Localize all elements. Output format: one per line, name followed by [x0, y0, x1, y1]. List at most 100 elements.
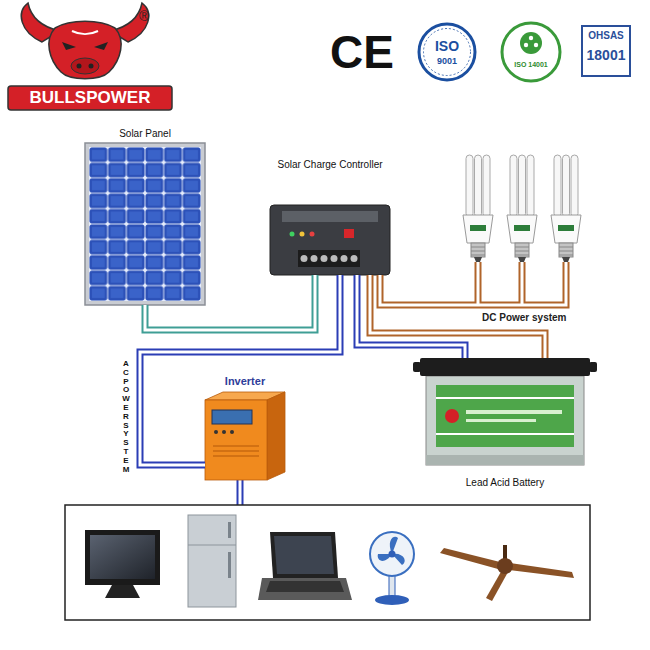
dc-wiring-part [239, 480, 242, 505]
appliances-part [65, 505, 590, 620]
battery-picture-part [445, 409, 459, 423]
charge-controller-picture-part [351, 255, 358, 262]
appliances-part [188, 515, 236, 607]
inverter-picture-part [214, 430, 218, 434]
charge-controller-picture-part [290, 232, 295, 237]
dc-wiring-part [380, 262, 566, 305]
wire-inner [140, 275, 340, 465]
certification-badges [419, 23, 630, 81]
appliances-part [389, 575, 395, 597]
brand-name: BULLSPOWER [8, 86, 172, 110]
appliances-part [188, 545, 236, 546]
appliances-part [90, 535, 155, 579]
inverter-picture-part [230, 430, 234, 434]
battery-picture-part [420, 358, 590, 376]
node-heading: Lead Acid Battery [466, 477, 544, 489]
bull-logo-part [8, 86, 172, 110]
wire [140, 275, 340, 465]
battery-picture-part [436, 398, 574, 434]
bull-logo-part [71, 58, 99, 74]
bull-logo [8, 3, 172, 110]
wire-outer [140, 275, 340, 465]
inverter-picture-part [205, 400, 267, 480]
registered-mark: ® [139, 8, 149, 24]
solar-panel-picture-part [89, 147, 201, 301]
system-label: DC Power system [482, 312, 566, 324]
charge-controller-picture-part [341, 255, 348, 262]
solar-panel-picture [85, 143, 205, 305]
appliances-part [503, 545, 507, 559]
appliances-part [258, 578, 352, 600]
bull-logo-part [72, 31, 98, 34]
charge-controller-picture-part [310, 232, 315, 237]
cfl-bulbs [463, 155, 581, 262]
battery-picture-part [589, 362, 597, 372]
wire [145, 275, 315, 330]
appliances-part [274, 536, 334, 574]
appliances-part [440, 548, 500, 569]
certification-badges-part [524, 43, 528, 47]
bull-logo-part [77, 64, 82, 69]
charge-controller-picture-part [301, 255, 308, 262]
iso-badge-text: ISO 14001 [502, 60, 560, 69]
node-heading-group: Lead Acid Battery [466, 477, 544, 489]
appliances-part [486, 570, 508, 601]
wire-inner [145, 275, 315, 330]
battery: Lead Acid Battery [420, 358, 590, 465]
ohsas-badge-number: 18001 [582, 46, 630, 64]
certification-badges-part [502, 23, 560, 81]
node-heading-group: Solar Charge Controller [277, 159, 382, 171]
inverter-picture-part [212, 410, 252, 424]
charge-controller-picture-part [298, 250, 360, 267]
dc-wiring-part [380, 262, 566, 305]
node-heading: Solar Panel [119, 128, 171, 140]
battery-picture-part [436, 385, 574, 447]
appliances-part [389, 551, 396, 558]
bull-logo-part [49, 21, 121, 79]
dc-wiring-part [237, 480, 244, 505]
charge-controller-picture [270, 205, 390, 275]
certification-badges-part [529, 36, 533, 40]
appliances-part [375, 595, 409, 605]
solar-panel-picture-part [85, 143, 205, 305]
appliances-part [497, 558, 513, 574]
appliances-part [378, 537, 405, 565]
appliances-part [370, 532, 414, 576]
node-heading: Inverter [225, 375, 265, 388]
cfl-bulbs-part [507, 155, 537, 262]
certification-badges-part [520, 32, 542, 54]
node-heading-group: Inverter [225, 375, 265, 388]
battery-picture-part [426, 376, 584, 465]
charge-controller-picture-part [300, 232, 305, 237]
battery-picture-part [413, 362, 421, 372]
appliances-part [270, 532, 338, 578]
appliances-part [266, 581, 344, 592]
solar-panel: Solar Panel [85, 143, 205, 305]
ce-mark: CE [330, 27, 394, 77]
inverter: Inverter [205, 392, 285, 480]
battery-picture [413, 358, 597, 465]
iso-badge-text: ISO [419, 38, 475, 54]
appliances-part [105, 585, 140, 598]
appliances-part [228, 522, 231, 538]
wire-label: AC POWER SYSTEM [122, 360, 130, 474]
charge-controller-picture-part [270, 205, 390, 275]
bull-logo-part [62, 42, 108, 50]
ohsas-badge-text: OHSAS [582, 30, 630, 42]
inverter-picture-part [267, 392, 285, 480]
appliances [65, 505, 590, 620]
inverter-picture-part [213, 446, 259, 456]
node-heading: Solar Charge Controller [277, 159, 382, 171]
inverter-picture-part [222, 430, 226, 434]
certification-badges-part [534, 43, 538, 47]
appliances-part [228, 552, 231, 578]
battery-picture-part [426, 455, 584, 465]
bull-logo-part [89, 64, 94, 69]
wire-outer [145, 275, 315, 330]
node-heading-group: Solar Panel [119, 128, 171, 140]
battery-picture-part [466, 410, 562, 414]
cfl-bulbs-part [463, 155, 493, 262]
charge-controller-picture-part [344, 229, 354, 238]
